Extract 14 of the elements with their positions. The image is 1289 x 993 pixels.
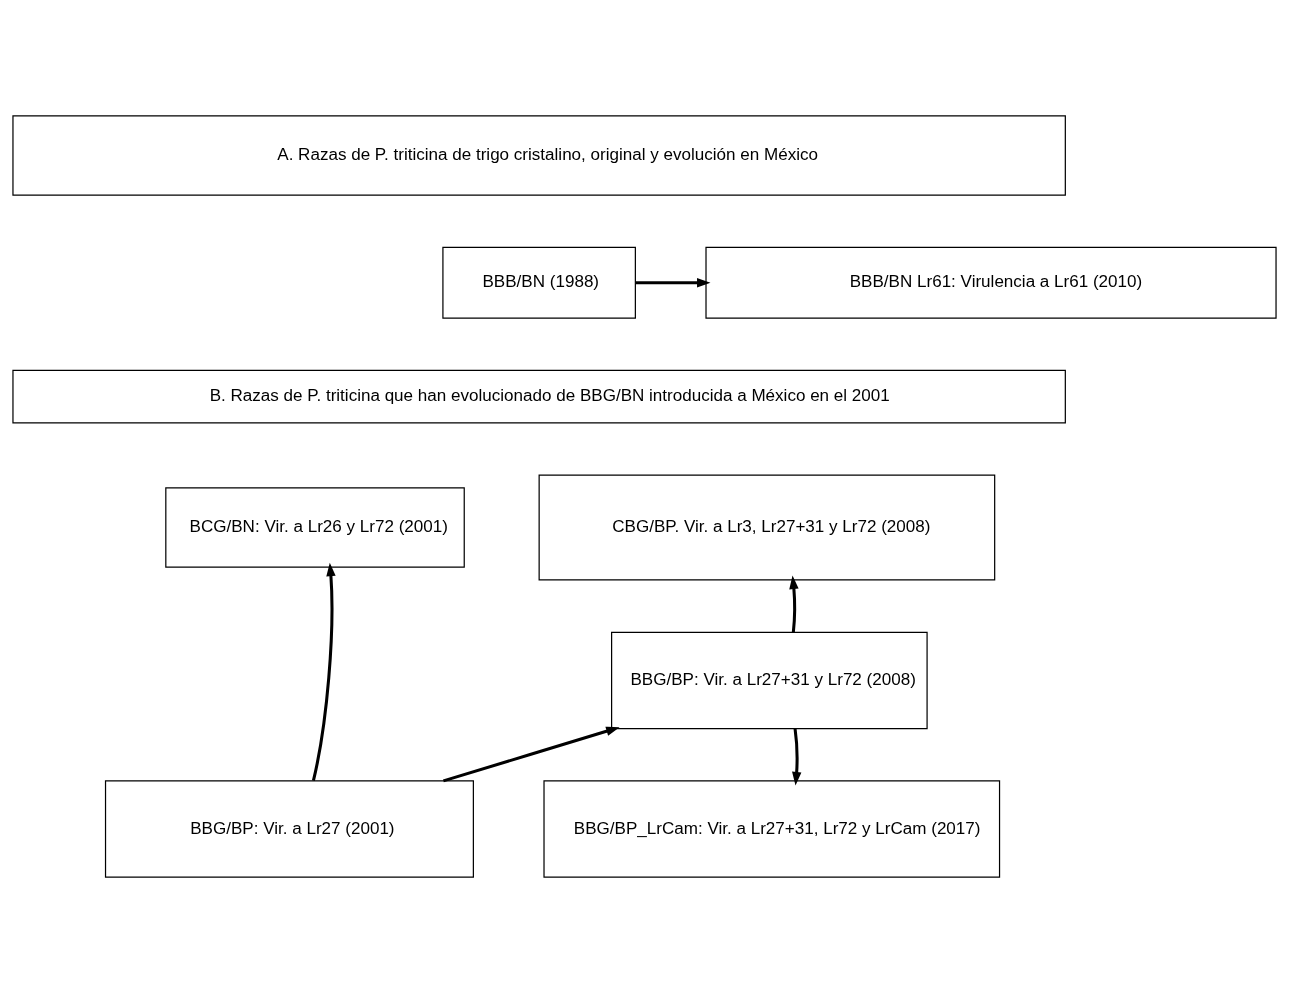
arrow	[635, 278, 711, 288]
node-box: BBB/BN Lr61: Virulencia a Lr61 (2010)	[705, 246, 1277, 319]
node-box: BBG/BP: Vir. a Lr27+31 y Lr72 (2008)	[611, 631, 928, 730]
node-box: BBB/BN (1988)	[442, 246, 636, 319]
node-box: A. Razas de P. triticina de trigo cristalino, original y evolución en México	[12, 115, 1066, 196]
node-box: BBG/BP_LrCam: Vir. a Lr27+31, Lr72 y LrCam (2017)	[543, 780, 1001, 878]
arrow	[792, 728, 802, 786]
node-box: B. Razas de P. triticina que han evolucionado de BBG/BN introducida a México en el 2001	[12, 369, 1066, 424]
arrow	[443, 726, 620, 783]
node-box: CBG/BP. Vir. a Lr3, Lr27+31 y Lr72 (2008)	[538, 474, 996, 581]
arrow	[789, 575, 799, 633]
arrow	[311, 562, 336, 781]
node-box: BBG/BP: Vir. a Lr27 (2001)	[104, 780, 474, 878]
node-box: BCG/BN: Vir. a Lr26 y Lr72 (2001)	[165, 487, 465, 568]
